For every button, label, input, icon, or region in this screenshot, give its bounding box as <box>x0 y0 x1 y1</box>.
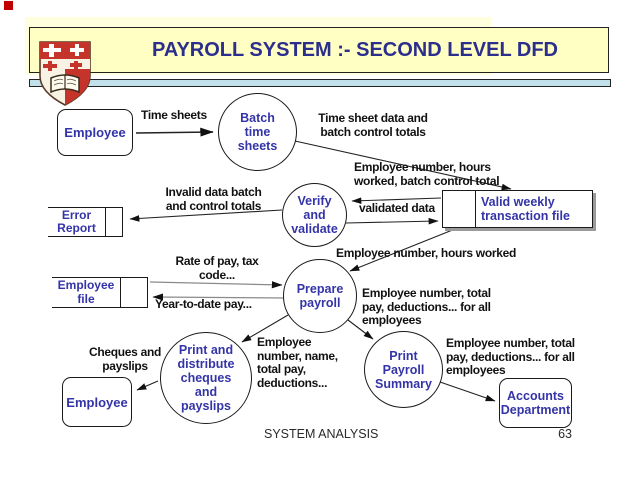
label-validated-data: validated data <box>359 201 435 215</box>
entity-accounts-department: Accounts Department <box>499 378 572 428</box>
entity-employee-bottom: Employee <box>62 377 132 427</box>
store-employee-file: Employee file <box>52 277 148 308</box>
store-error-report-label: Error Report <box>57 207 96 235</box>
title-banner: PAYROLL SYSTEM :- SECOND LEVEL DFD <box>29 27 609 73</box>
label-emp-name-totals: Employee number, name, total pay, deduct… <box>257 335 338 390</box>
label-emp-hours-batch: Employee number, hours worked, batch con… <box>354 160 500 188</box>
flow-prepare-to-empfile <box>152 293 285 301</box>
flow-summary-to-accounts <box>439 381 496 402</box>
store-error-report: Error Report <box>48 207 123 237</box>
flow-store-to-verify <box>351 197 442 204</box>
label-emp-totals-all: Employee number, total pay, deductions..… <box>362 286 491 327</box>
flow-verify-to-store <box>345 217 439 225</box>
label-cheques-payslips: Cheques and payslips <box>88 345 162 373</box>
process-print-distribute: Print and distribute cheques and payslip… <box>160 332 252 424</box>
store-valid-weekly-cell <box>443 191 476 227</box>
store-employee-file-label: Employee file <box>57 278 115 306</box>
store-valid-weekly-label: Valid weekly transaction file <box>481 195 570 223</box>
process-verify-validate: Verify and validate <box>282 183 347 247</box>
store-employee-file-cell <box>120 278 147 307</box>
footer-title: SYSTEM ANALYSIS <box>264 427 379 441</box>
entity-employee-top: Employee <box>57 109 133 156</box>
crest-logo-icon <box>39 41 91 106</box>
store-valid-weekly-transaction-file: Valid weekly transaction file <box>442 190 593 228</box>
flow-prepare-to-distribute <box>241 314 289 343</box>
label-invalid-batch: Invalid data batch and control totals <box>165 185 262 213</box>
flow-prepare-to-summary <box>347 319 374 340</box>
flow-batch-to-store <box>294 140 512 191</box>
process-batch-time-sheets: Batch time sheets <box>218 93 297 171</box>
label-time-sheet-data: Time sheet data and batch control totals <box>318 111 428 139</box>
flow-empfile-to-prepare <box>149 281 283 289</box>
flow-distribute-to-employee <box>136 380 159 391</box>
process-print-payroll-summary: Print Payroll Summary <box>364 331 443 408</box>
flow-verify-to-error-report <box>129 209 283 222</box>
flow-employee-to-batch <box>135 127 214 137</box>
store-error-report-cell <box>105 208 122 236</box>
page-number: 63 <box>558 427 572 441</box>
label-rate-of-pay: Rate of pay, tax code... <box>175 254 259 282</box>
accent-strip <box>29 79 611 87</box>
corner-mark <box>4 1 13 10</box>
label-emp-hours-worked: Employee number, hours worked <box>336 246 517 260</box>
page-title: PAYROLL SYSTEM :- SECOND LEVEL DFD <box>152 38 558 61</box>
label-ytd-pay: Year-to-date pay... <box>155 297 252 311</box>
process-prepare-payroll: Prepare payroll <box>283 259 357 333</box>
flow-store-to-prepare <box>349 228 456 272</box>
label-emp-totals-all-2: Employee number, total pay, deductions..… <box>446 336 575 377</box>
label-time-sheets: Time sheets <box>141 108 207 122</box>
